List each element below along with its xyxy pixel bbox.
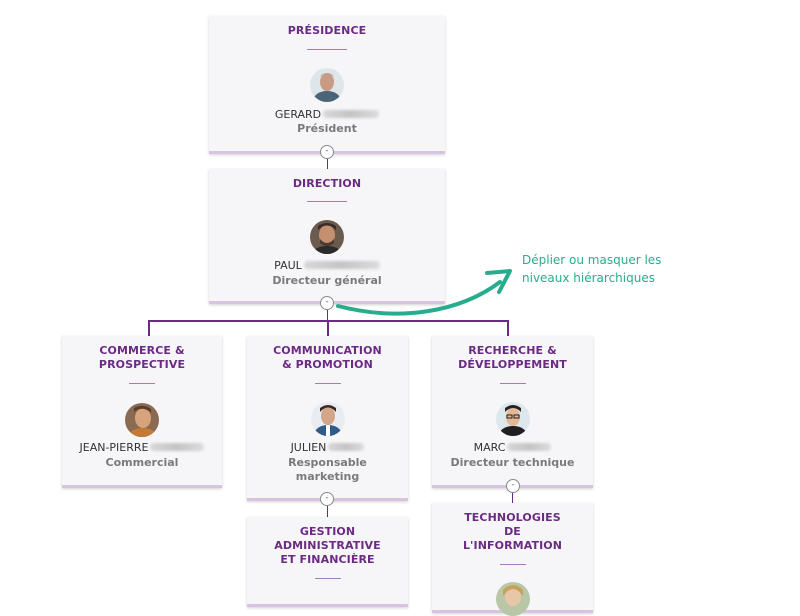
avatar (125, 403, 159, 437)
node-title-line-1: TECHNOLOGIES (464, 511, 561, 524)
collapse-toggle-direction[interactable]: - (320, 296, 334, 310)
role-line-1: Directeur technique (450, 456, 575, 469)
first-name: PAUL (274, 258, 302, 272)
collapse-toggle-recherche[interactable]: - (506, 479, 520, 493)
collapse-toggle-presidence[interactable]: - (320, 145, 334, 159)
connector-communication-gestion (327, 500, 328, 517)
node-title-line-1: COMMUNICATION (273, 344, 382, 357)
curved-arrow-icon (336, 269, 512, 316)
role-line-1: Responsable (288, 456, 367, 469)
connector-presidence-direction (327, 153, 328, 169)
node-title-line-3: ET FINANCIÈRE (280, 553, 375, 566)
avatar (310, 68, 344, 102)
title-divider (499, 564, 526, 565)
org-node-commerce[interactable]: COMMERCE & PROSPECTIVE JEAN-PIERRE Comme… (62, 336, 222, 488)
org-node-direction[interactable]: DIRECTION PAUL Directeur général (209, 169, 445, 304)
first-name: MARC (473, 440, 506, 454)
title-divider (314, 383, 341, 384)
title-divider (314, 578, 341, 579)
role-line-1: Directeur général (272, 274, 382, 287)
role-line-2: marketing (295, 470, 360, 483)
person-name: GERARD (209, 107, 445, 121)
title-divider (499, 383, 526, 384)
redacted-last-name (150, 443, 205, 451)
avatar (495, 402, 530, 436)
node-title-line-3: L'INFORMATION (462, 539, 563, 552)
title-divider (129, 383, 155, 384)
redacted-last-name (507, 443, 552, 451)
node-title-line-1: RECHERCHE & (468, 344, 557, 357)
role-line-1: Président (297, 122, 357, 135)
node-title: PRÉSIDENCE (287, 24, 367, 37)
person-name: JEAN-PIERRE (62, 440, 222, 454)
connector-direction-down (327, 304, 328, 321)
connector-to-recherche (507, 320, 509, 336)
node-title-line-1: COMMERCE & (99, 344, 185, 357)
redacted-last-name (328, 443, 365, 451)
first-name: JULIEN (290, 440, 327, 454)
node-title: DIRECTION (292, 177, 362, 190)
title-divider (307, 49, 347, 50)
connector-to-communication (327, 320, 329, 336)
node-title-line-2: & PROMOTION (282, 358, 373, 371)
role-line-1: Commercial (105, 456, 179, 469)
first-name: GERARD (274, 107, 322, 121)
node-title-line-2: PROSPECTIVE (98, 358, 186, 371)
first-name: JEAN-PIERRE (79, 440, 149, 454)
connector-recherche-technologies (512, 487, 513, 503)
annotation-callout: Déplier ou masquer les niveaux hiérarchi… (522, 251, 702, 287)
avatar (310, 220, 344, 254)
node-title-line-2: ADMINISTRATIVE (274, 539, 381, 552)
annotation-line-2: niveaux hiérarchiques (522, 271, 655, 285)
title-divider (307, 201, 347, 202)
node-title-line-1: GESTION (299, 525, 356, 538)
person-name: JULIEN (247, 440, 408, 454)
redacted-last-name (303, 261, 380, 269)
redacted-last-name (323, 110, 380, 118)
person-name: PAUL (209, 258, 445, 272)
node-title-line-2: DÉVELOPPEMENT (458, 358, 567, 371)
collapse-toggle-communication[interactable]: - (320, 492, 334, 506)
avatar (310, 402, 345, 436)
connector-to-commerce (148, 320, 150, 336)
node-title-line-2: DE (504, 525, 521, 538)
annotation-line-1: Déplier ou masquer les (522, 253, 662, 267)
org-node-communication[interactable]: COMMUNICATION & PROMOTION JULIEN Respons… (247, 336, 408, 501)
person-name: MARC (432, 440, 593, 454)
org-node-recherche[interactable]: RECHERCHE & DÉVELOPPEMENT MARC Directeur… (432, 336, 593, 488)
org-node-presidence[interactable]: PRÉSIDENCE GERARD Président (209, 16, 445, 154)
